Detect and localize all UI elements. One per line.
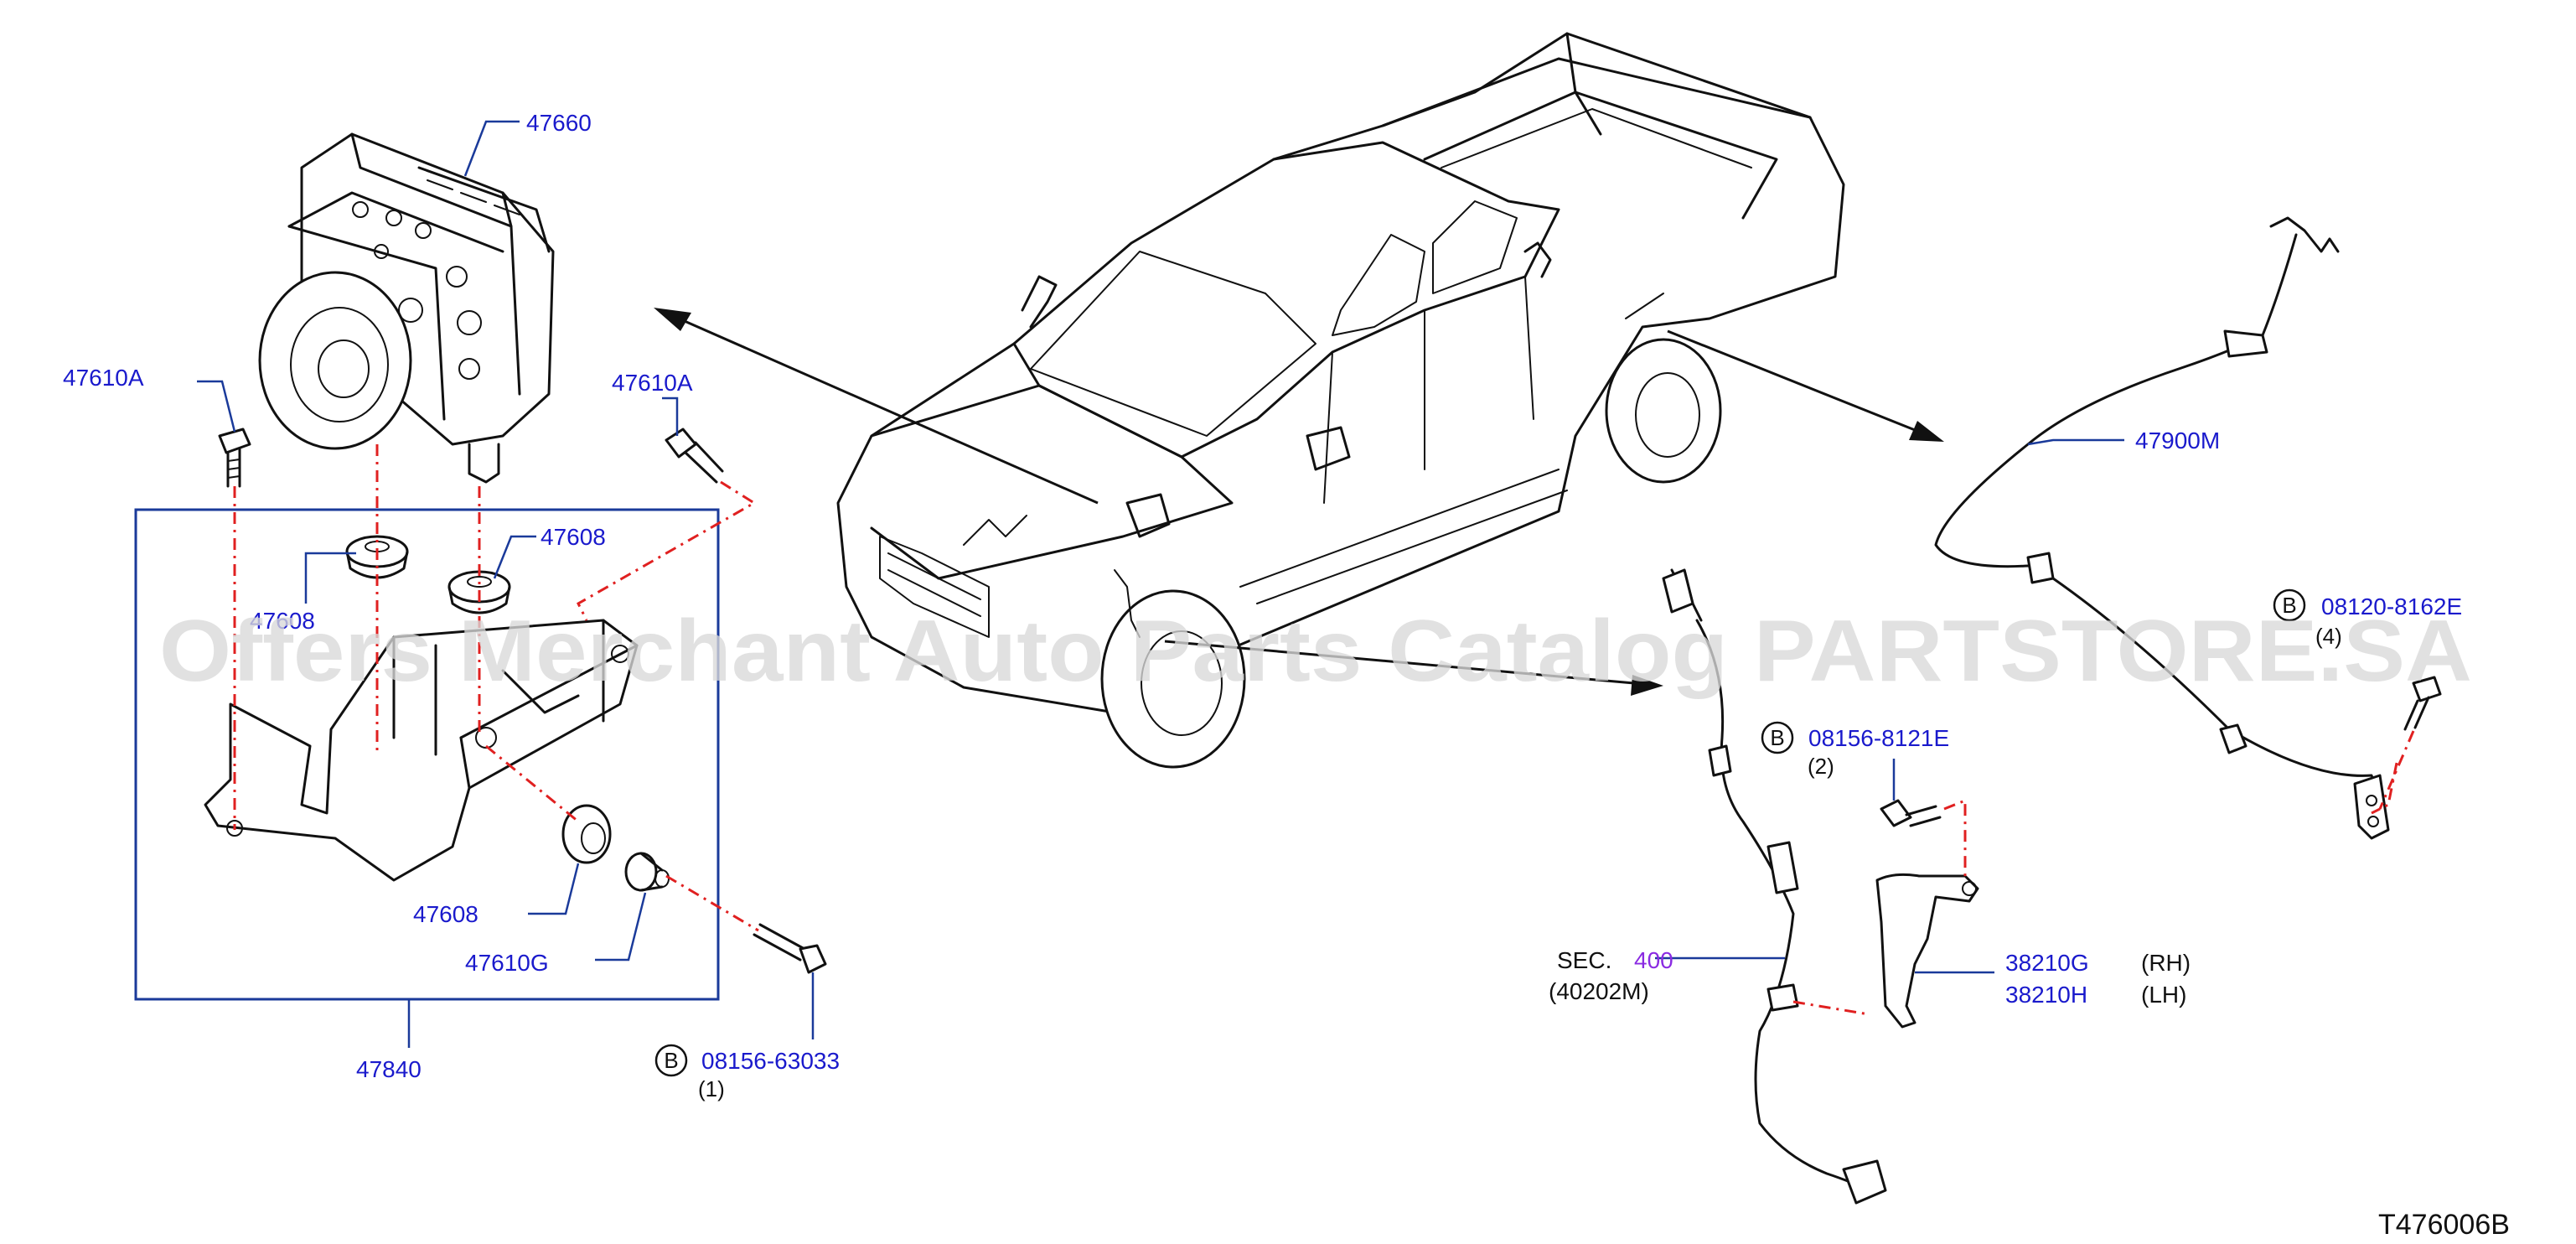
label-47660: 47660	[526, 110, 592, 136]
leader-47608-upper-left	[304, 552, 356, 604]
qty-08120-8162e: (4)	[2315, 624, 2342, 649]
label-sec-prefix: SEC.	[1557, 947, 1611, 973]
bolt-08156-8121e[interactable]	[1880, 799, 1942, 827]
abs-bracket[interactable]	[204, 619, 639, 882]
label-08156-63033: 08156-63033	[701, 1048, 840, 1074]
bracket-assembly-box	[134, 508, 720, 1001]
circle-b-2: B	[1761, 721, 1794, 754]
label-47840: 47840	[356, 1056, 422, 1082]
label-47900m: 47900M	[2135, 428, 2220, 454]
abs-actuator-unit[interactable]	[258, 132, 555, 484]
bolt-08120-8162e[interactable]	[2403, 676, 2442, 731]
circle-b-1: B	[654, 1044, 688, 1077]
bolt-08156-63033[interactable]	[753, 923, 827, 974]
label-47610a-left: 47610A	[63, 365, 144, 391]
label-47608-upper-right: 47608	[541, 524, 606, 550]
centerline-bracket-front	[1792, 1000, 1870, 1016]
label-47608-upper-left: 47608	[250, 608, 315, 634]
arrow-to-rear-sensor	[1667, 329, 1944, 442]
qty-08156-8121e: (2)	[1808, 754, 1834, 779]
circle-b-3: B	[2273, 588, 2306, 622]
centerline-bracket-rear	[2371, 762, 2398, 815]
label-sec-number: 400	[1634, 947, 1673, 973]
centerline-bolt-right	[577, 480, 757, 621]
centerline-bolt-lower	[665, 874, 759, 932]
watermark-text: Offers Merchant Auto Parts Catalog PARTS…	[159, 603, 2472, 700]
label-38210h: 38210H	[2005, 982, 2087, 1008]
sensor-bracket-38210[interactable]	[1875, 873, 1979, 1029]
rear-sensor-harness[interactable]	[1934, 216, 2390, 840]
label-08120-8162e: 08120-8162E	[2321, 593, 2462, 619]
centerline-bolt-front	[1943, 798, 1967, 880]
pickup-truck-illustration	[836, 32, 1845, 769]
washer-collar[interactable]	[624, 852, 670, 892]
label-47610g: 47610G	[465, 950, 549, 976]
arrow-to-abs	[654, 308, 1099, 505]
leader-47660	[463, 120, 520, 177]
label-rh: (RH)	[2141, 950, 2191, 976]
leader-47608-upper-right	[493, 535, 536, 579]
leader-47610a-left	[197, 380, 236, 433]
leader-47608-lower	[528, 863, 580, 915]
centerline-bolt-rear	[2378, 730, 2415, 810]
label-sec-part: (40202M)	[1549, 978, 1649, 1004]
label-47608-lower: 47608	[413, 901, 478, 927]
svg-text:B: B	[664, 1048, 678, 1073]
leader-47610g	[595, 892, 647, 962]
svg-text:B: B	[2282, 593, 2296, 618]
svg-text:B: B	[1770, 725, 1784, 750]
diagram-reference-code: T476006B	[2378, 1209, 2510, 1241]
label-08156-8121e: 08156-8121E	[1808, 725, 1949, 751]
label-47610a-right: 47610A	[612, 370, 693, 396]
qty-08156-63033: (1)	[698, 1076, 725, 1101]
front-sensor-harness[interactable]	[1662, 568, 1887, 1205]
leader-47610a-right	[662, 397, 679, 436]
label-lh: (LH)	[2141, 982, 2186, 1008]
bolt-47610a-right[interactable]	[665, 428, 724, 484]
centerline-grommet-lower	[485, 744, 579, 823]
bolt-47610a-left[interactable]	[218, 428, 251, 488]
leader-47900m	[2027, 438, 2124, 446]
arrow-to-front-sensor	[1164, 640, 1663, 696]
label-38210g: 38210G	[2005, 950, 2089, 976]
